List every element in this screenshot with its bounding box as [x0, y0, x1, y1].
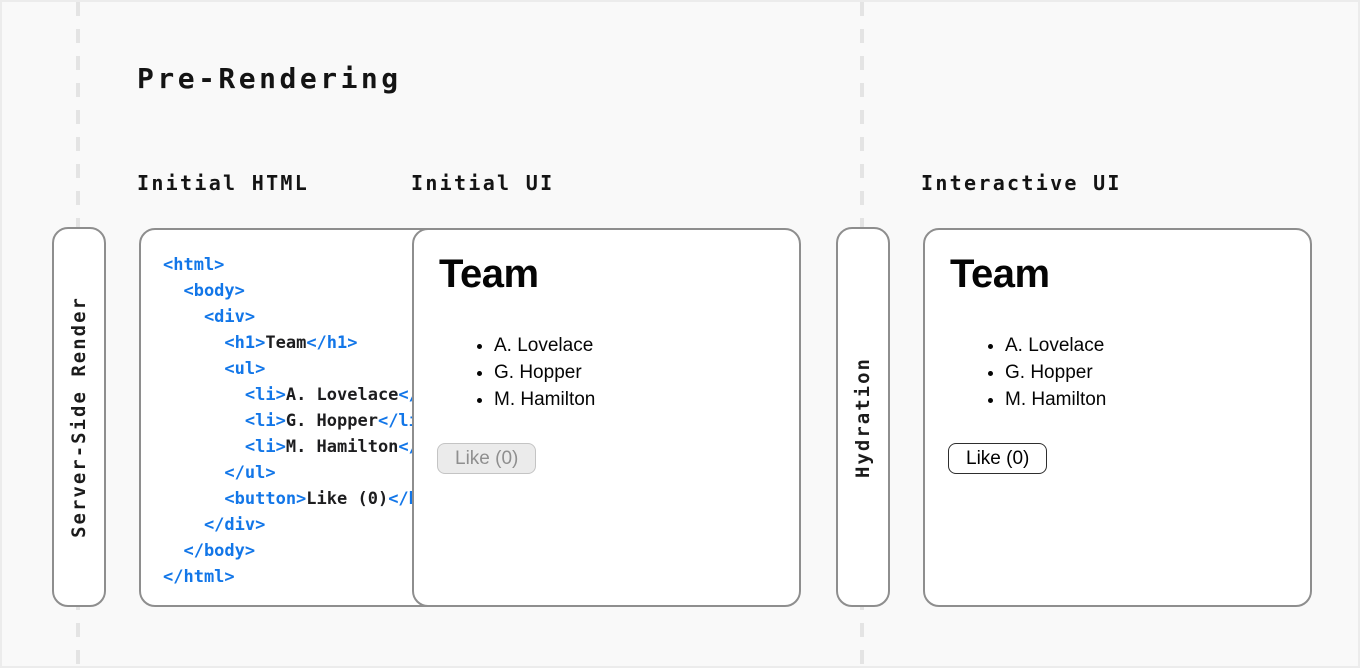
code-line: </html> [163, 564, 507, 590]
like-button[interactable]: Like (0) [948, 443, 1048, 474]
code-tag-token: <li> [163, 411, 286, 431]
interactive-ui-card: Team A. Lovelace G. Hopper M. Hamilton L… [923, 228, 1312, 607]
initial-ui-card: Team A. Lovelace G. Hopper M. Hamilton L… [412, 228, 801, 607]
code-tag-token: </html> [163, 567, 235, 587]
code-text-token: G. Hopper [285, 411, 378, 431]
team-heading: Team [439, 252, 539, 296]
code-text-token: Like (0) [306, 489, 389, 509]
team-member-item: G. Hopper [494, 359, 799, 386]
code-line: <li>G. Hopper</li> [163, 408, 507, 434]
page-title: Pre-Rendering [137, 62, 402, 95]
code-tag-token: </body> [163, 541, 256, 561]
hydration-label: Hydration [852, 356, 874, 478]
code-tag-token: <button> [163, 489, 307, 509]
team-heading: Team [950, 252, 1050, 296]
like-button-disabled: Like (0) [437, 443, 537, 474]
team-member-item: G. Hopper [1005, 359, 1310, 386]
server-side-render-label: Server-Side Render [68, 296, 90, 538]
column-label-interactive-ui: Interactive UI [921, 171, 1122, 195]
code-tag-token: <li> [163, 437, 286, 457]
code-text-token: Team [265, 333, 307, 353]
stage-pill-hydration: Hydration [836, 227, 890, 607]
code-tag-token: <div> [163, 307, 256, 327]
code-line: <body> [163, 278, 507, 304]
team-member-list: A. Lovelace G. Hopper M. Hamilton [950, 332, 1310, 413]
code-tag-token: </ul> [163, 463, 276, 483]
code-line: <ul> [163, 356, 507, 382]
team-member-list: A. Lovelace G. Hopper M. Hamilton [439, 332, 799, 413]
code-text-token: M. Hamilton [285, 437, 399, 457]
team-member-item: A. Lovelace [1005, 332, 1310, 359]
code-line: </div> [163, 512, 507, 538]
code-line: </body> [163, 538, 507, 564]
column-label-initial-ui: Initial UI [411, 171, 555, 195]
code-line: <div> [163, 304, 507, 330]
code-tag-token: <li> [163, 385, 286, 405]
code-tag-token: <ul> [163, 359, 266, 379]
code-tag-token: <body> [163, 281, 245, 301]
code-tag-token: <h1> [163, 333, 266, 353]
code-line: <html> [163, 252, 507, 278]
column-label-initial-html: Initial HTML [137, 171, 310, 195]
code-tag-token: </div> [163, 515, 266, 535]
code-tag-token: </h1> [306, 333, 358, 353]
code-tag-token: <html> [163, 255, 225, 275]
code-line: </ul> [163, 460, 507, 486]
stage-pill-server-side-render: Server-Side Render [52, 227, 106, 607]
team-member-item: A. Lovelace [494, 332, 799, 359]
team-member-item: M. Hamilton [494, 386, 799, 413]
code-line: <h1>Team</h1> [163, 330, 507, 356]
team-member-item: M. Hamilton [1005, 386, 1310, 413]
code-text-token: A. Lovelace [285, 385, 399, 405]
